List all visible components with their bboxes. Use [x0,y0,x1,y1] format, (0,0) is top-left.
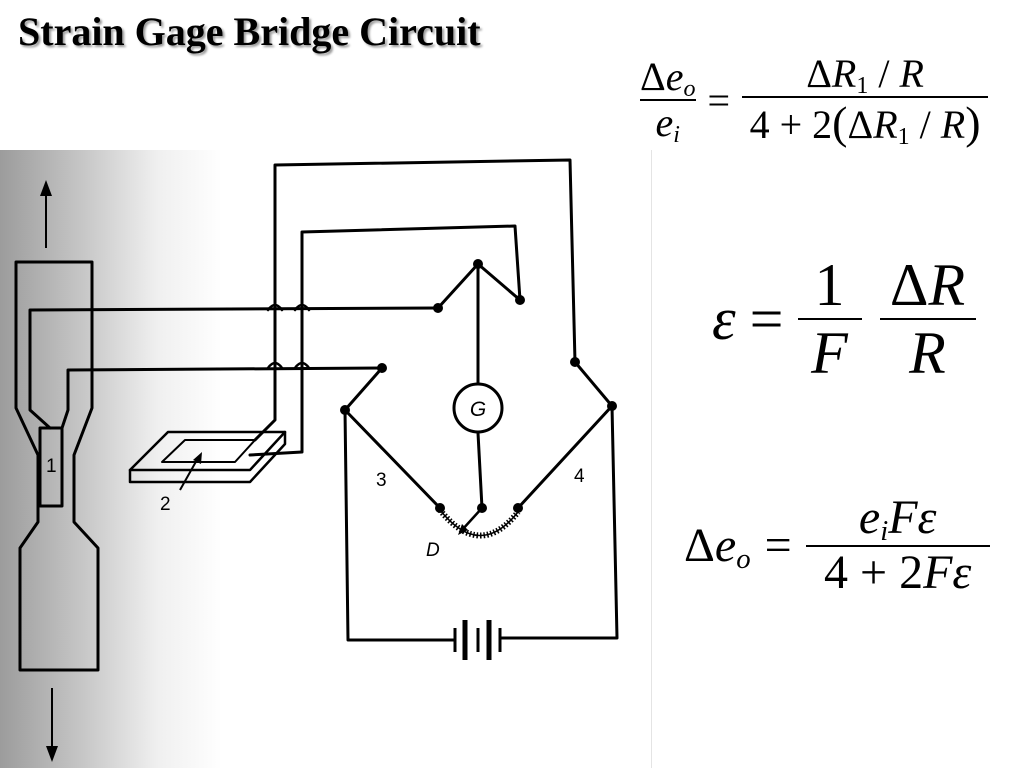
eq1-lhs-fraction: Δeo ei [640,54,696,149]
strain-equation: ε = 1 F ΔR R [712,252,976,386]
eq2-inverse-gage-factor: 1 F [797,252,862,386]
bridge-arm-3 [343,408,442,510]
slide-divider [651,150,652,768]
label-gage-2: 2 [160,494,171,515]
eq3-rhs-fraction: eiFε 4 + 2Fε [805,491,990,600]
battery [453,620,502,660]
bridge-output-equation: Δeo ei = ΔR1 / R 4 + 2(ΔR1 / R) [640,52,989,149]
output-voltage-equation: Δeo = eiFε 4 + 2Fε [684,491,990,600]
slide-title: Strain Gage Bridge Circuit [18,9,481,54]
label-arm-3: 3 [376,470,387,491]
specimen-outline [14,260,100,672]
strain-gage-bridge-figure: G [0,150,652,768]
label-galvanometer: G [470,398,486,421]
load-arrow-up [40,180,52,196]
eq2-resistance-ratio: ΔR R [879,252,976,386]
galvanometer [452,382,504,434]
scan-shading [0,150,652,768]
label-arm-4: 4 [574,466,585,487]
bridge-arm-4 [516,404,614,510]
label-gage-1: 1 [46,456,57,477]
eq1-rhs-fraction: ΔR1 / R 4 + 2(ΔR1 / R) [742,52,989,149]
load-arrow-down [46,746,58,762]
label-divider-d: D [426,540,440,561]
